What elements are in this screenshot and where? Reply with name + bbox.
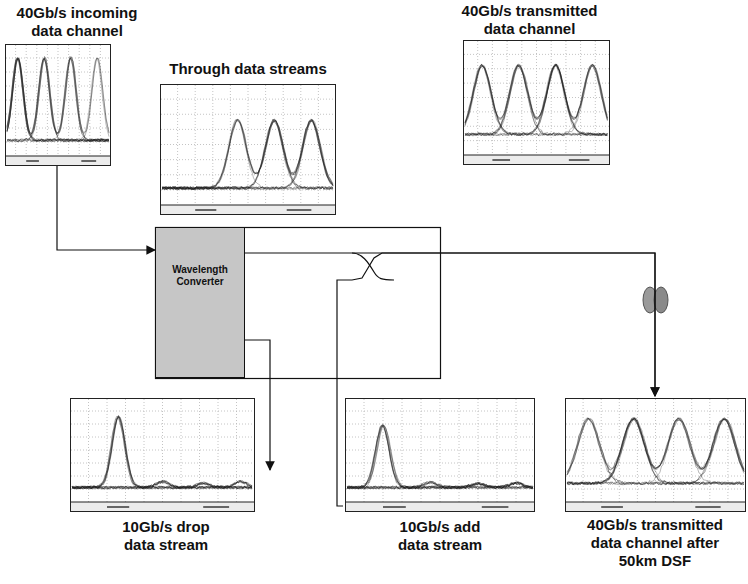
scope-caption: 40Gb/s incoming data channel — [2, 4, 152, 40]
box-label: Wavelength Converter — [156, 264, 244, 288]
oscilloscope-trace — [463, 40, 610, 165]
scope-panel: 40Gb/s transmitted data channel after 50… — [563, 396, 748, 582]
oscilloscope-trace — [345, 398, 535, 512]
status-mark — [107, 506, 129, 508]
scope-status-strip — [71, 502, 255, 512]
scope-status-strip — [346, 502, 535, 512]
eye-traces — [162, 119, 333, 190]
eye-traces — [347, 424, 533, 489]
scope-caption: 10Gb/s add data stream — [384, 518, 496, 554]
status-mark — [287, 209, 312, 211]
status-mark — [601, 506, 623, 508]
eye-traces — [465, 64, 608, 136]
status-mark — [195, 209, 216, 211]
scope-panel: 10Gb/s add data stream — [343, 396, 537, 564]
enclosure-outline — [156, 228, 441, 379]
scope-status-strip — [6, 156, 111, 166]
status-mark — [492, 159, 510, 161]
eye-traces — [567, 417, 744, 484]
oscilloscope-trace — [160, 84, 336, 215]
signal-connector — [245, 253, 655, 396]
scope-screen — [161, 85, 336, 215]
oscilloscope-trace — [70, 398, 255, 512]
status-mark — [482, 506, 509, 508]
eye-traces — [7, 56, 109, 142]
scope-status-strip — [566, 502, 746, 512]
signal-connector — [57, 166, 155, 250]
scope-screen — [6, 45, 111, 166]
scope-screen — [566, 399, 746, 512]
scope-grid — [464, 41, 609, 155]
scope-grid — [346, 399, 534, 502]
eye-traces — [72, 415, 252, 489]
scope-grid — [566, 399, 745, 502]
status-mark — [203, 506, 229, 508]
scope-grid — [71, 399, 254, 502]
status-mark — [26, 160, 39, 162]
coupler-arm — [352, 253, 394, 280]
oscilloscope-trace — [565, 398, 746, 512]
scope-caption: 10Gb/s drop data stream — [106, 518, 226, 554]
scope-status-strip — [464, 155, 610, 165]
scope-caption: 40Gb/s transmitted data channel — [447, 2, 612, 38]
scope-caption: 40Gb/s transmitted data channel after 50… — [575, 516, 735, 570]
status-mark — [81, 160, 96, 162]
scope-screen — [464, 41, 610, 165]
converter-box: Wavelength Converter — [155, 227, 245, 378]
scope-status-strip — [161, 205, 336, 215]
scope-caption: Through data streams — [158, 60, 338, 78]
scope-panel: 40Gb/s transmitted data channel — [447, 2, 612, 166]
scope-panel: Through data streams — [158, 60, 338, 217]
scope-panel: 10Gb/s drop data stream — [68, 396, 272, 564]
scope-grid — [161, 85, 335, 205]
status-mark — [695, 506, 720, 508]
scope-grid — [6, 45, 110, 156]
status-mark — [569, 159, 590, 161]
status-mark — [383, 506, 406, 508]
oscilloscope-trace — [5, 44, 111, 166]
scope-panel: 40Gb/s incoming data channel — [2, 4, 152, 166]
scope-screen — [71, 399, 255, 512]
scope-screen — [346, 399, 535, 512]
